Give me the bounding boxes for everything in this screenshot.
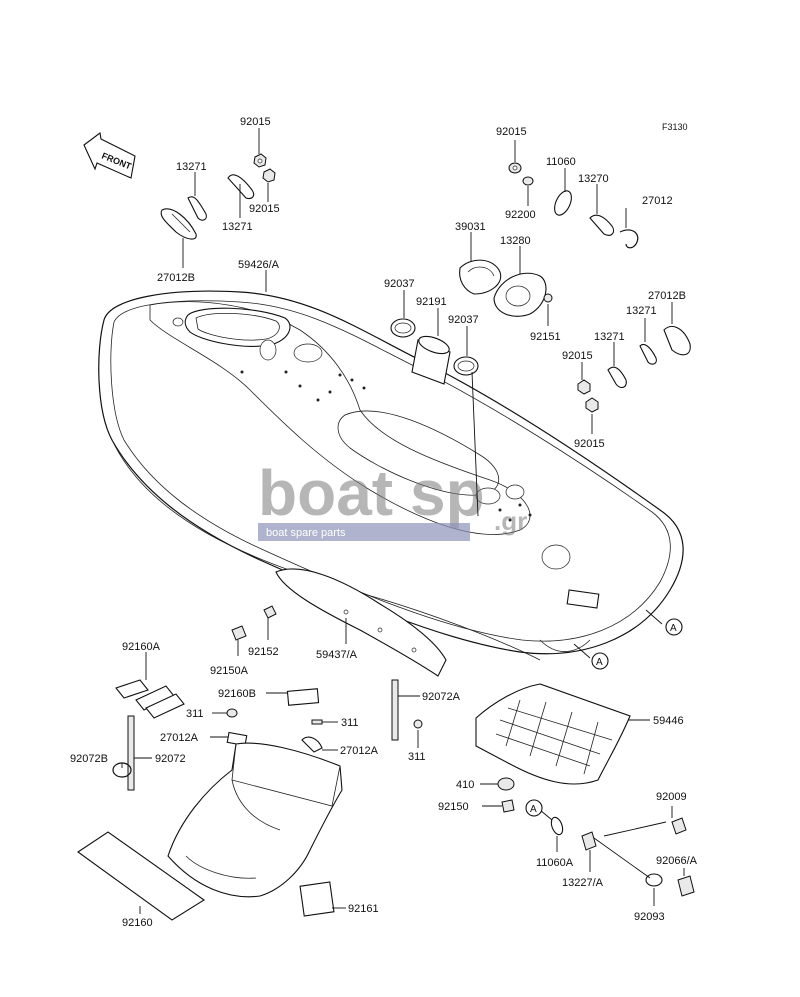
watermark-logo: boat sp .gr boat spare parts — [258, 457, 527, 541]
part-label: 92150 — [438, 801, 469, 813]
part-label: 92151 — [530, 331, 561, 343]
callout-markers: A A A — [525, 618, 683, 817]
part-label: 92200 — [505, 209, 536, 221]
part-label: 92066/A — [656, 855, 698, 867]
part-label: 92150A — [210, 665, 249, 677]
part-label: 27012A — [340, 745, 379, 757]
part-label: 92037 — [384, 278, 415, 290]
part-label: 311 — [341, 717, 359, 729]
part-label: 92015 — [562, 350, 593, 362]
callout-marker-2 — [591, 652, 609, 670]
part-label: 59446 — [653, 715, 684, 727]
part-label: 92161 — [348, 903, 379, 915]
part-label: 311 — [186, 708, 204, 720]
part-label: 92072B — [70, 753, 108, 765]
part-drawings-ride-plate — [391, 679, 695, 897]
callout-marker-3-label: A — [530, 804, 537, 815]
part-drawings-guard — [231, 568, 447, 677]
deck-hull-drawing — [98, 290, 684, 661]
part-label: 27012B — [157, 272, 195, 284]
watermark-letters-a: boat — [258, 457, 393, 529]
part-label: 92160B — [218, 688, 256, 700]
front-arrow-icon: FRONT — [83, 132, 136, 179]
part-drawings-top-right — [390, 162, 691, 413]
part-label: 92072 — [155, 753, 186, 765]
part-label: 92152 — [248, 646, 279, 658]
part-label: 13227/A — [562, 877, 604, 889]
watermark-tagline: boat spare parts — [266, 527, 346, 539]
figure-code: F3130 — [662, 122, 688, 132]
part-label: 59437/A — [316, 649, 358, 661]
callout-marker-3 — [525, 799, 543, 817]
part-label: 13271 — [176, 161, 207, 173]
part-label: 92009 — [656, 791, 687, 803]
watermark-bar — [258, 523, 470, 541]
watermark-domain: .gr — [494, 506, 527, 536]
callout-marker-2-label: A — [596, 657, 603, 668]
watermark-letters-b: sp — [410, 457, 485, 529]
part-label: 11060A — [536, 857, 574, 869]
part-label: 410 — [456, 779, 474, 791]
part-label: 59426/A — [238, 259, 280, 271]
part-label: 11060 — [546, 156, 576, 168]
part-drawings-top-left — [160, 153, 276, 240]
part-label: 92015 — [249, 203, 280, 215]
part-label: 92015 — [240, 116, 271, 128]
part-label: 92160 — [122, 917, 153, 929]
callout-marker-1-label: A — [670, 623, 677, 634]
part-label: 92015 — [574, 438, 605, 450]
part-label: 27012 — [642, 195, 673, 207]
part-label: 92072A — [422, 691, 461, 703]
leader-lines — [121, 128, 685, 914]
part-label: 92037 — [448, 314, 479, 326]
part-label: 92191 — [416, 296, 447, 308]
part-label: 13271 — [626, 305, 657, 317]
part-label: 13271 — [222, 221, 253, 233]
part-label: 92093 — [634, 911, 665, 923]
part-label: 13280 — [500, 235, 531, 247]
part-label: 27012A — [160, 732, 199, 744]
part-labels: 92015 13271 13271 92015 27012B 59426/A 9… — [70, 116, 698, 929]
part-label: 13270 — [578, 173, 609, 185]
callout-marker-1 — [665, 618, 683, 636]
part-label: 27012B — [648, 290, 686, 302]
part-label: 92015 — [496, 126, 527, 138]
deck-rivets — [240, 370, 532, 522]
part-label: 13271 — [594, 331, 625, 343]
part-drawings-storage-tray — [77, 679, 343, 921]
part-label: 311 — [408, 751, 426, 763]
part-label: 39031 — [455, 221, 486, 233]
part-label: 92160A — [122, 641, 161, 653]
